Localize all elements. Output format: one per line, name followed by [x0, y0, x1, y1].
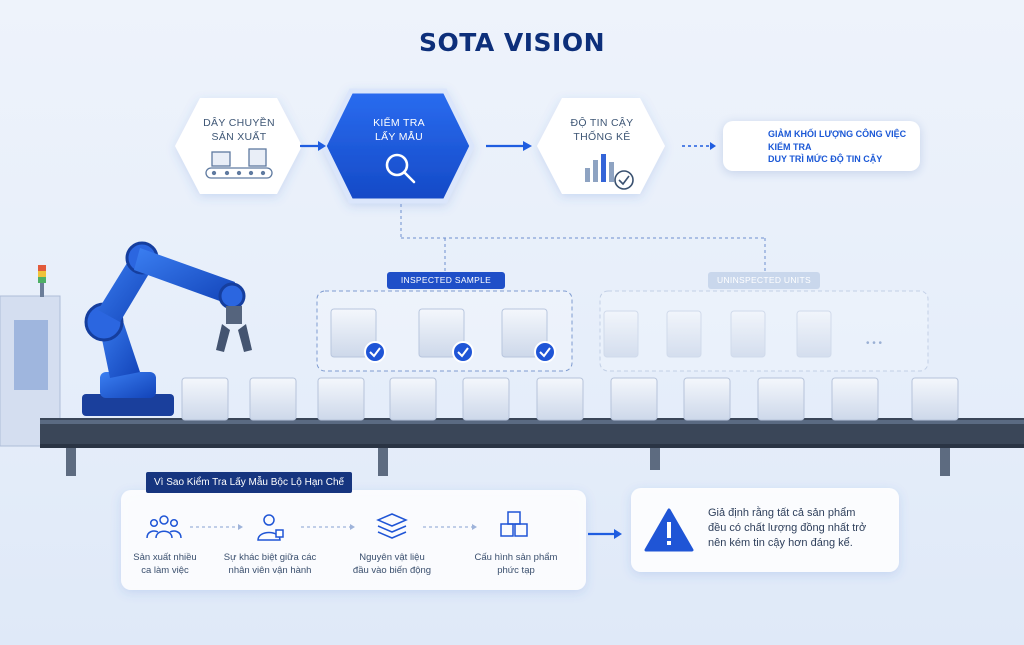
- reason-line2: nhân viên vận hành: [228, 565, 312, 576]
- hex-reliability: [537, 98, 665, 194]
- benefit-line1: GIẢM KHỐI LƯỢNG CÔNG VIỆC: [768, 129, 907, 139]
- hex-production-line: [175, 98, 302, 194]
- hex-production-label: DÂY CHUYỀN SẢN XUẤT: [195, 116, 283, 144]
- reason-line1: Sự khác biệt giữa các: [223, 552, 317, 563]
- benefit-line2: KIỂM TRA: [768, 141, 812, 152]
- reason-item: Cấu hình sản phẩm phức tạp: [466, 551, 566, 577]
- reasons-panel: [121, 490, 586, 590]
- brand-logo: SOTA VISION: [418, 28, 606, 57]
- hex-reliability-line2: THỐNG KÊ: [573, 131, 631, 143]
- reason-item: Sản xuất nhiều ca làm việc: [126, 551, 204, 577]
- inspected-sample-pill: INSPECTED SAMPLE: [387, 272, 505, 289]
- hex-production-line1: DÂY CHUYỀN: [203, 117, 275, 129]
- reasons-title: Vì Sao Kiểm Tra Lấy Mẫu Bộc Lộ Hạn Chế: [146, 472, 353, 493]
- benefit-card: [723, 121, 920, 171]
- warning-line1: Giả định rằng tất cả sản phẩm: [708, 507, 856, 519]
- cubes-icon: [500, 511, 528, 537]
- conveyor-boxes-icon: [205, 148, 273, 179]
- robot-arm: [82, 241, 252, 416]
- reason-line2: ca làm việc: [141, 565, 189, 576]
- reason-item: Sự khác biệt giữa các nhân viên vận hành: [217, 551, 323, 577]
- reason-line1: Sản xuất nhiều: [133, 552, 197, 563]
- magnifier-icon: [385, 153, 416, 184]
- bar-chart-check-icon: [585, 154, 634, 190]
- reason-item: Nguyên vật liệu đầu vào biến động: [344, 551, 440, 577]
- hex-reliability-line1: ĐỘ TIN CẬY: [570, 117, 634, 129]
- hex-reliability-label: ĐỘ TIN CẬY THỐNG KÊ: [558, 116, 646, 144]
- check-badge-icon: [364, 341, 556, 363]
- conveyor-boxes: [181, 377, 959, 421]
- worker-icon: [257, 514, 284, 541]
- reason-line1: Cấu hình sản phẩm: [474, 552, 558, 563]
- warning-text: Giả định rằng tất cả sản phẩm đều có chấ…: [708, 506, 893, 551]
- reason-line2: đầu vào biến động: [352, 565, 432, 576]
- hex-production-line2: SẢN XUẤT: [211, 131, 267, 143]
- warning-line3: nên kém tin cậy hơn đáng kể.: [708, 537, 853, 549]
- people-icon: [146, 515, 182, 539]
- layers-icon: [376, 513, 408, 539]
- warning-triangle-icon: [644, 508, 694, 552]
- hex-sampling-label: KIỂM TRA LẤY MẪU: [354, 116, 444, 144]
- hex-sampling-active: [321, 88, 475, 204]
- reason-line1: Nguyên vật liệu: [359, 552, 425, 563]
- hex-sampling-line2: LẤY MẪU: [374, 131, 423, 143]
- warning-panel: [631, 488, 899, 572]
- uninspected-boxes: [603, 310, 832, 358]
- warning-line2: đều có chất lượng đồng nhất trở: [708, 522, 867, 534]
- benefit-line3: DUY TRÌ MỨC ĐỘ TIN CẬY: [768, 154, 883, 164]
- more-units-ellipsis: • • •: [866, 338, 883, 349]
- hex-sampling-line1: KIỂM TRA: [373, 117, 425, 129]
- inspected-boxes: [330, 308, 556, 363]
- conveyor-belt: [40, 418, 1024, 476]
- uninspected-units-pill: UNINSPECTED UNITS: [708, 272, 820, 289]
- reason-line2: phức tạp: [497, 565, 535, 576]
- benefit-text: GIẢM KHỐI LƯỢNG CÔNG VIỆC KIỂM TRA DUY T…: [768, 128, 918, 166]
